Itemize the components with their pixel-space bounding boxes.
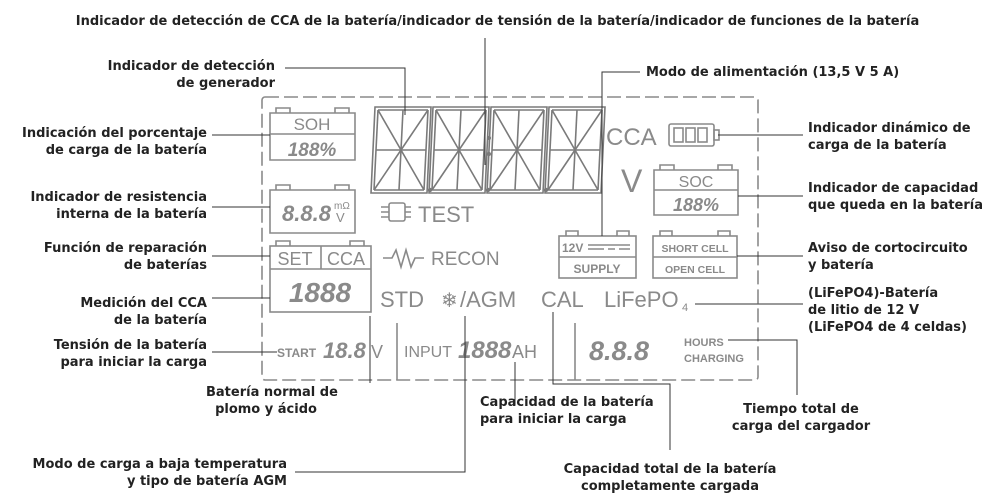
- lifepo-subscript: 4: [682, 302, 688, 314]
- label-capacity-start-2: para iniciar la carga: [480, 412, 627, 427]
- segment-digit: [370, 106, 433, 194]
- label-percent-1: Indicación del porcentaje: [22, 126, 207, 141]
- hours-label: HOURS: [684, 337, 724, 349]
- label-remaining-2: que queda en la batería: [808, 198, 983, 213]
- cca-label: CCA: [327, 249, 365, 269]
- label-resistance-2: interna de la batería: [56, 207, 207, 222]
- start-label: START: [277, 346, 317, 360]
- set-cca-indicator: SET CCA 1888: [269, 240, 372, 313]
- recon-wave-icon: [383, 247, 424, 270]
- leader-lines: [212, 38, 803, 473]
- soh-indicator: SOH 188%: [269, 107, 356, 161]
- soc-value: 188%: [673, 195, 719, 215]
- start-unit: V: [371, 342, 383, 362]
- label-cca-1: Medición del CCA: [80, 296, 207, 311]
- volt-unit: V: [621, 163, 643, 199]
- generator-icon: [381, 202, 411, 222]
- label-start-v-1: Tensión de la batería: [53, 338, 207, 353]
- supply-12v: 12V: [562, 241, 583, 255]
- label-supply: Modo de alimentación (13,5 V 5 A): [646, 65, 900, 80]
- agm-label: /AGM: [460, 287, 516, 312]
- lcd-frame: [261, 96, 759, 381]
- label-cca-2: de la batería: [113, 313, 207, 328]
- label-percent-2: de carga de la batería: [45, 143, 207, 158]
- resistance-unit-volt: V: [336, 210, 345, 225]
- label-generator-1: Indicador de detección: [107, 59, 275, 74]
- cca-unit: CCA: [606, 124, 657, 151]
- battery-dynamic-icon: [668, 123, 720, 147]
- input-value: 1888: [458, 337, 512, 364]
- cca-value: 1888: [289, 277, 352, 308]
- label-top: Indicador de detección de CCA de la bate…: [75, 14, 920, 29]
- cal-label: CAL: [541, 287, 584, 312]
- label-short-1: Aviso de cortocircuito: [808, 241, 968, 256]
- supply-label: SUPPLY: [574, 262, 621, 276]
- label-dynamic-1: Indicador dinámico de: [808, 121, 971, 136]
- lifepo-label: LiFePO: [604, 287, 679, 312]
- std-label: STD: [380, 287, 424, 312]
- soh-label: SOH: [294, 115, 331, 134]
- label-repair-2: de baterías: [123, 258, 207, 273]
- label-resistance-1: Indicador de resistencia: [30, 190, 207, 205]
- soh-value: 188%: [288, 140, 337, 161]
- recon-label: RECON: [431, 249, 500, 270]
- set-label: SET: [277, 249, 312, 269]
- label-capacity-full-1: Capacidad total de la batería: [563, 462, 777, 477]
- label-lead-acid-1: Batería normal de: [206, 385, 338, 400]
- input-label: INPUT: [404, 344, 452, 361]
- soc-indicator: SOC 188%: [653, 164, 739, 216]
- segment-digit: [486, 106, 549, 194]
- open-cell-label: OPEN CELL: [665, 264, 726, 276]
- label-time-1: Tiempo total de: [743, 402, 859, 417]
- start-value: 18.8: [323, 338, 367, 363]
- label-lifepo-1: (LiFePO4)-Batería: [808, 286, 939, 301]
- supply-indicator: 12V SUPPLY: [558, 230, 637, 279]
- label-capacity-full-2: completamente cargada: [581, 479, 759, 494]
- charging-label: CHARGING: [684, 353, 744, 365]
- label-start-v-2: para iniciar la carga: [60, 355, 207, 370]
- test-label: TEST: [418, 202, 474, 227]
- resistance-unit-mohm: mΩ: [334, 201, 350, 212]
- label-lifepo-3: (LiFePO4 de 4 celdas): [808, 320, 967, 335]
- label-capacity-start-1: Capacidad de la batería: [480, 395, 654, 410]
- main-digits: [370, 106, 606, 194]
- label-repair-1: Función de reparación: [43, 241, 207, 256]
- segment-digit: [544, 106, 606, 194]
- input-unit: AH: [512, 342, 537, 362]
- label-lifepo-2: de litio de 12 V: [808, 303, 920, 318]
- label-generator-2: de generador: [176, 76, 275, 91]
- snowflake-icon: ❄: [441, 290, 458, 312]
- label-lowtemp-2: y tipo de batería AGM: [126, 474, 287, 489]
- label-lead-acid-2: plomo y ácido: [215, 402, 317, 417]
- short-cell-label: SHORT CELL: [661, 243, 729, 255]
- resistance-indicator: 8.8.8 mΩ V: [269, 184, 356, 234]
- cell-warning-indicator: SHORT CELL OPEN CELL: [652, 230, 738, 279]
- soc-label: SOC: [679, 174, 714, 191]
- label-lowtemp-1: Modo de carga a baja temperatura: [32, 457, 287, 472]
- resistance-value: 8.8.8: [282, 201, 332, 226]
- time-value: 8.8.8: [589, 336, 649, 366]
- label-dynamic-2: carga de la batería: [808, 138, 947, 153]
- segment-digit: [428, 106, 491, 194]
- label-remaining-1: Indicador de capacidad: [808, 181, 979, 196]
- label-short-2: y batería: [808, 258, 874, 273]
- label-time-2: carga del cargador: [731, 419, 871, 434]
